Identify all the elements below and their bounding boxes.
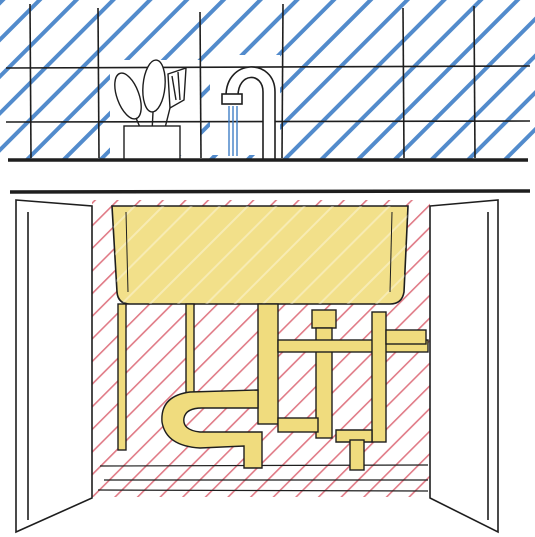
countertop: [8, 158, 531, 194]
cabinet-doors: [15, 199, 499, 534]
drain-nut: [311, 309, 337, 329]
sink-basin: [111, 205, 409, 305]
utensil-holder: [114, 59, 187, 161]
water-supply-lines: [277, 311, 429, 471]
cabinet-floor-lines: [97, 464, 429, 492]
faucet: [221, 66, 276, 161]
cabinet-door-left: [15, 199, 93, 534]
spoon-2-icon: [142, 59, 166, 113]
shutoff-valve: [349, 439, 365, 471]
drain-tailpiece: [257, 303, 279, 425]
basin-leg-mid: [185, 303, 195, 397]
p-trap: [161, 389, 263, 469]
water-stream: [228, 106, 238, 156]
cross-pipe: [277, 417, 319, 433]
drain-pipe-right: [315, 327, 333, 439]
drain-pipes: [117, 303, 337, 469]
supply-pipe-vertical: [371, 311, 387, 443]
cabinet-door-right: [429, 199, 499, 534]
utensil-cup: [123, 125, 181, 161]
basin-leg-left: [117, 303, 127, 451]
supply-outlet: [385, 329, 427, 345]
